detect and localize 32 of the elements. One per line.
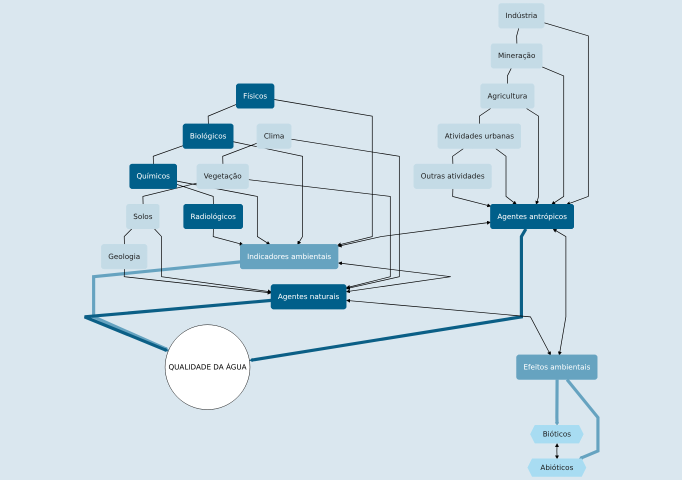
arrow (290, 138, 400, 290)
arrow (542, 66, 564, 205)
arrow (566, 378, 600, 460)
arrow (92, 260, 240, 351)
connector (142, 182, 198, 205)
arrow (248, 179, 390, 289)
arrow (124, 268, 272, 294)
arrow (338, 220, 491, 248)
connector (208, 104, 237, 125)
arrow (248, 228, 527, 362)
arrow (274, 99, 372, 246)
arrow (554, 443, 559, 460)
arrow (154, 228, 272, 294)
connector (478, 108, 491, 125)
arrow (232, 141, 303, 245)
arrow (82, 298, 272, 352)
arrow (212, 228, 244, 246)
connector (516, 28, 519, 44)
connector (222, 142, 258, 165)
arrow (544, 22, 588, 206)
arrow (338, 261, 451, 294)
connector (176, 184, 214, 205)
arrow (495, 148, 516, 205)
arrow (526, 108, 539, 205)
arrow (554, 380, 559, 426)
connector (124, 228, 132, 246)
connector (506, 68, 512, 84)
arrow (552, 228, 566, 356)
arrow (452, 188, 491, 208)
connector (452, 148, 464, 165)
arrow (346, 298, 551, 356)
connector (152, 145, 184, 165)
